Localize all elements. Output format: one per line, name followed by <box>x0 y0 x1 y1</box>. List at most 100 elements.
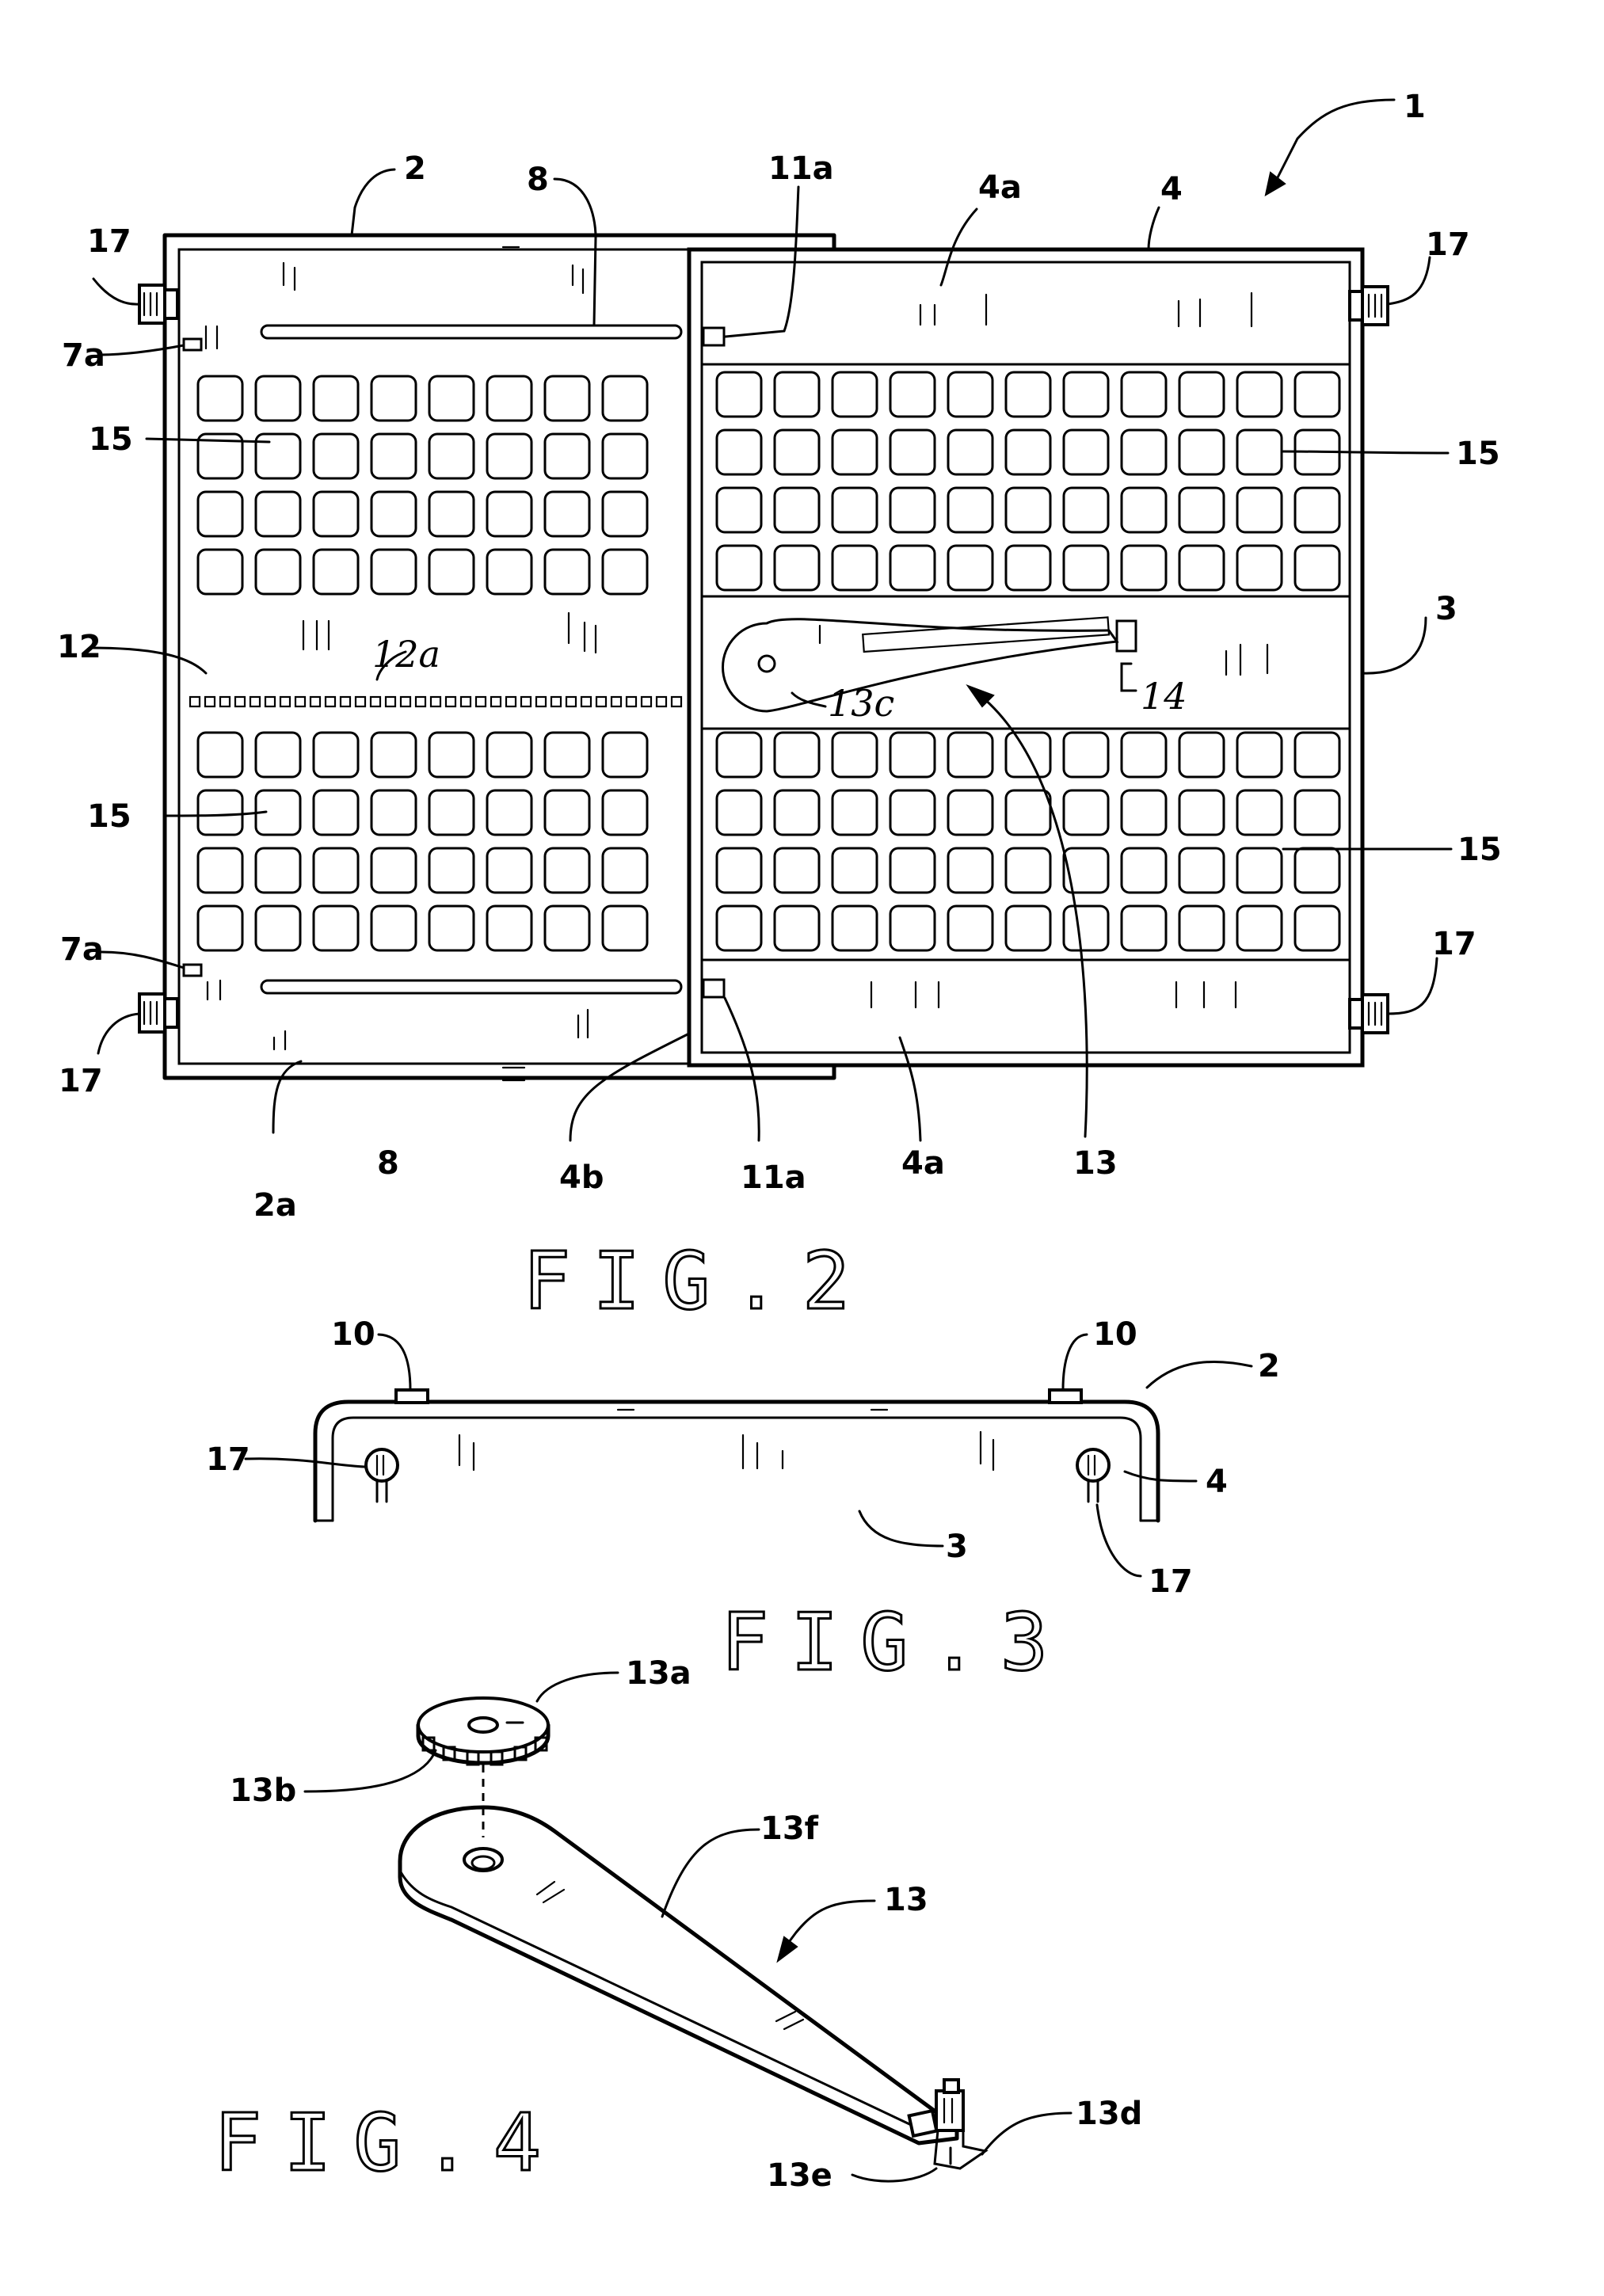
grid-hole-15 <box>487 550 531 594</box>
grid-hole-15 <box>603 434 647 478</box>
label-13c: 13c <box>828 682 894 725</box>
label-17-bottom-right: 17 <box>1432 926 1476 962</box>
grid-hole-15 <box>314 906 358 950</box>
knob-17-bottom-right <box>1350 995 1388 1033</box>
fig3-end-view: 10 10 2 17 4 3 17 FIG.3 <box>206 1316 1280 1689</box>
label-15-bottom-right: 15 <box>1457 832 1502 868</box>
label-2a: 2a <box>253 1187 297 1224</box>
grid-hole-15 <box>487 848 531 893</box>
label-17-top-left: 17 <box>87 223 131 260</box>
fig4-shading <box>537 1882 803 2029</box>
grid-hole-15 <box>256 550 300 594</box>
strip-square <box>642 697 651 706</box>
grid-hole-15 <box>603 550 647 594</box>
arm-13-body <box>400 1807 957 2143</box>
label-3: 3 <box>1435 591 1457 627</box>
grid-hole-15 <box>487 492 531 536</box>
fig3-caption: FIG.3 <box>721 1596 1070 1689</box>
fig3-label-3: 3 <box>946 1529 968 1565</box>
fig4-label-13d: 13d <box>1076 2096 1142 2132</box>
fig3-label-10-left: 10 <box>331 1316 375 1353</box>
grid-hole-15 <box>487 376 531 421</box>
strip-square <box>491 697 501 706</box>
label-4a-top: 4a <box>978 169 1022 206</box>
strip-square <box>566 697 576 706</box>
grid-hole-15 <box>487 790 531 835</box>
grid-hole-15 <box>429 848 474 893</box>
latch-13d <box>909 2080 985 2168</box>
strip-square <box>581 697 591 706</box>
strip-square <box>205 697 215 706</box>
fig3-label-17-right: 17 <box>1149 1563 1193 1600</box>
grid-hole-15 <box>371 434 416 478</box>
gear-13a <box>418 1698 548 1765</box>
grid-hole-15 <box>256 492 300 536</box>
grid-hole-15 <box>429 376 474 421</box>
label-4a-bottom: 4a <box>901 1145 945 1182</box>
grid-hole-15 <box>429 550 474 594</box>
strip-square <box>371 697 380 706</box>
label-1: 1 <box>1404 89 1426 125</box>
fig4-label-13a: 13a <box>626 1655 692 1692</box>
grid-hole-15 <box>545 434 589 478</box>
grid-hole-15 <box>603 376 647 421</box>
grid-hole-15 <box>371 550 416 594</box>
strip-square <box>311 697 320 706</box>
strip-square <box>672 697 681 706</box>
grid-hole-15 <box>371 848 416 893</box>
strip-square <box>280 697 290 706</box>
grid-hole-15 <box>371 376 416 421</box>
grid-hole-15 <box>198 492 242 536</box>
grid-hole-15 <box>256 848 300 893</box>
grid-hole-15 <box>371 733 416 777</box>
grid-hole-15 <box>429 733 474 777</box>
label-15-bottom-left: 15 <box>87 798 131 835</box>
strip-square <box>295 697 305 706</box>
strip-square <box>190 697 200 706</box>
grid-hole-15 <box>429 790 474 835</box>
strip-square <box>476 697 486 706</box>
grid-hole-15 <box>198 906 242 950</box>
clip-10-right <box>1050 1390 1081 1403</box>
strip-square <box>506 697 516 706</box>
stop-7a-bottom <box>184 965 201 976</box>
knob-17-top-right <box>1350 287 1388 325</box>
strip-12a-squares <box>190 697 681 706</box>
fig4-label-13e: 13e <box>767 2157 832 2194</box>
strip-square <box>551 697 561 706</box>
strip-square <box>627 697 636 706</box>
fig2-assembly: 2 8 11a 4a 4 1 17 17 7a 15 15 12 12a 3 1… <box>57 89 1502 1327</box>
strip-square <box>596 697 606 706</box>
grid-hole-15 <box>487 733 531 777</box>
slot-8-top <box>261 326 681 338</box>
strip-square <box>416 697 425 706</box>
knob-17-right-end <box>1077 1449 1109 1502</box>
grid-hole-15 <box>371 790 416 835</box>
strip-square <box>521 697 531 706</box>
label-8-bottom: 8 <box>377 1145 399 1182</box>
fig4-arm-detail: 13a 13b 13f 13 13d 13e FIG.4 <box>214 1655 1142 2194</box>
label-12a: 12a <box>372 633 440 676</box>
grid-hole-15 <box>603 906 647 950</box>
grid-hole-15 <box>314 492 358 536</box>
grid-hole-15 <box>545 790 589 835</box>
strip-square <box>265 697 275 706</box>
fig3-label-2: 2 <box>1258 1348 1280 1384</box>
fig2-caption: FIG.2 <box>523 1235 872 1327</box>
label-15-top-right: 15 <box>1456 436 1500 472</box>
grid-hole-15 <box>198 733 242 777</box>
fig3-label-4: 4 <box>1206 1464 1228 1500</box>
grid-hole-15 <box>314 733 358 777</box>
fig4-label-13: 13 <box>884 1882 928 1918</box>
strip-square <box>326 697 335 706</box>
grid-hole-15 <box>545 733 589 777</box>
strip-square <box>657 697 666 706</box>
grid-hole-15 <box>545 492 589 536</box>
label-13: 13 <box>1073 1145 1118 1182</box>
label-7a-top: 7a <box>62 337 105 374</box>
label-17-top-right: 17 <box>1426 227 1470 263</box>
grid-hole-15 <box>256 906 300 950</box>
label-14: 14 <box>1141 675 1187 718</box>
strip-square <box>401 697 410 706</box>
